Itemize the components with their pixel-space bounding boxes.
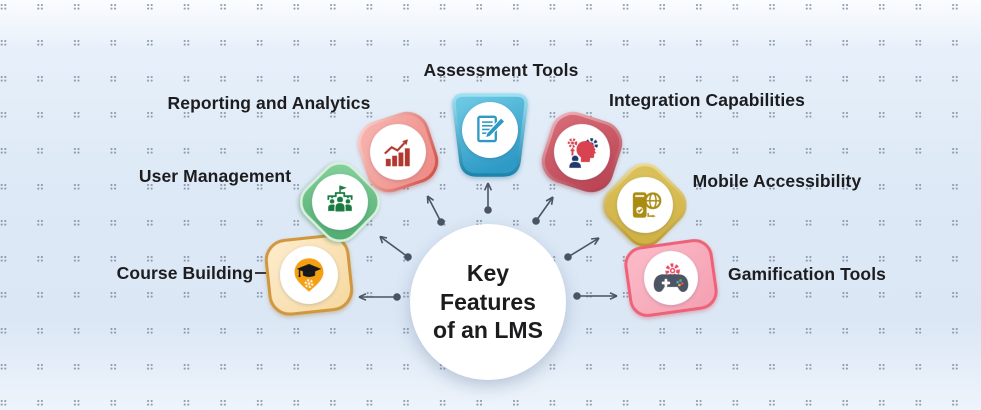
arrow-to-assessment-tools [483, 182, 493, 214]
badge-circle [370, 124, 426, 180]
badge-circle [644, 251, 698, 305]
badge-circle [554, 124, 610, 180]
badge-circle [462, 102, 518, 158]
arrow-to-course-building [358, 293, 401, 301]
feature-badge-assessment-tools [450, 92, 530, 178]
feature-badge-reporting-analytics [351, 105, 444, 198]
badge-circle [617, 177, 673, 233]
arrow-to-user-management [379, 235, 412, 261]
document-pencil-icon [477, 115, 506, 143]
feature-badge-mobile-accessibility [594, 154, 696, 256]
center-circle: Key Features of an LMS [410, 224, 566, 380]
title-line-3: of an LMS [433, 317, 543, 344]
badge-circle [280, 246, 338, 304]
arrow-to-mobile-accessibility [564, 237, 600, 261]
title-line-1: Key [466, 259, 510, 286]
feature-label-user-management: User Management [138, 166, 292, 186]
feature-label-integration-capabilities: Integration Capabilities [609, 90, 805, 110]
feature-label-gamification-tools: Gamification Tools [727, 264, 887, 284]
graduation-cap-pin-icon [294, 258, 324, 292]
feature-label-course-building: Course Building [116, 263, 254, 283]
course-building-label-connector [255, 272, 272, 274]
badge-circle [312, 174, 368, 230]
arrow-to-gamification-tools [573, 292, 618, 300]
diagram-title: Key Features of an LMS [433, 259, 543, 346]
feature-badge-course-building [262, 232, 356, 319]
feature-label-mobile-accessibility: Mobile Accessibility [692, 171, 862, 191]
title-line-2: Features [440, 288, 536, 315]
feature-badge-gamification-tools [621, 236, 720, 320]
feature-badge-integration-capabilities [535, 105, 628, 198]
arrow-to-reporting-analytics [426, 195, 445, 226]
bar-chart-growth-icon [384, 139, 410, 167]
gamepad-gear-icon [653, 263, 689, 292]
head-gears-icon [567, 138, 598, 169]
arrow-to-integration-capabilities [532, 196, 554, 225]
feature-label-assessment-tools: Assessment Tools [423, 60, 579, 80]
phone-globe-icon [632, 192, 662, 218]
feature-badge-user-management [291, 153, 390, 252]
school-people-icon [327, 185, 353, 213]
feature-label-reporting-analytics: Reporting and Analytics [167, 93, 371, 113]
